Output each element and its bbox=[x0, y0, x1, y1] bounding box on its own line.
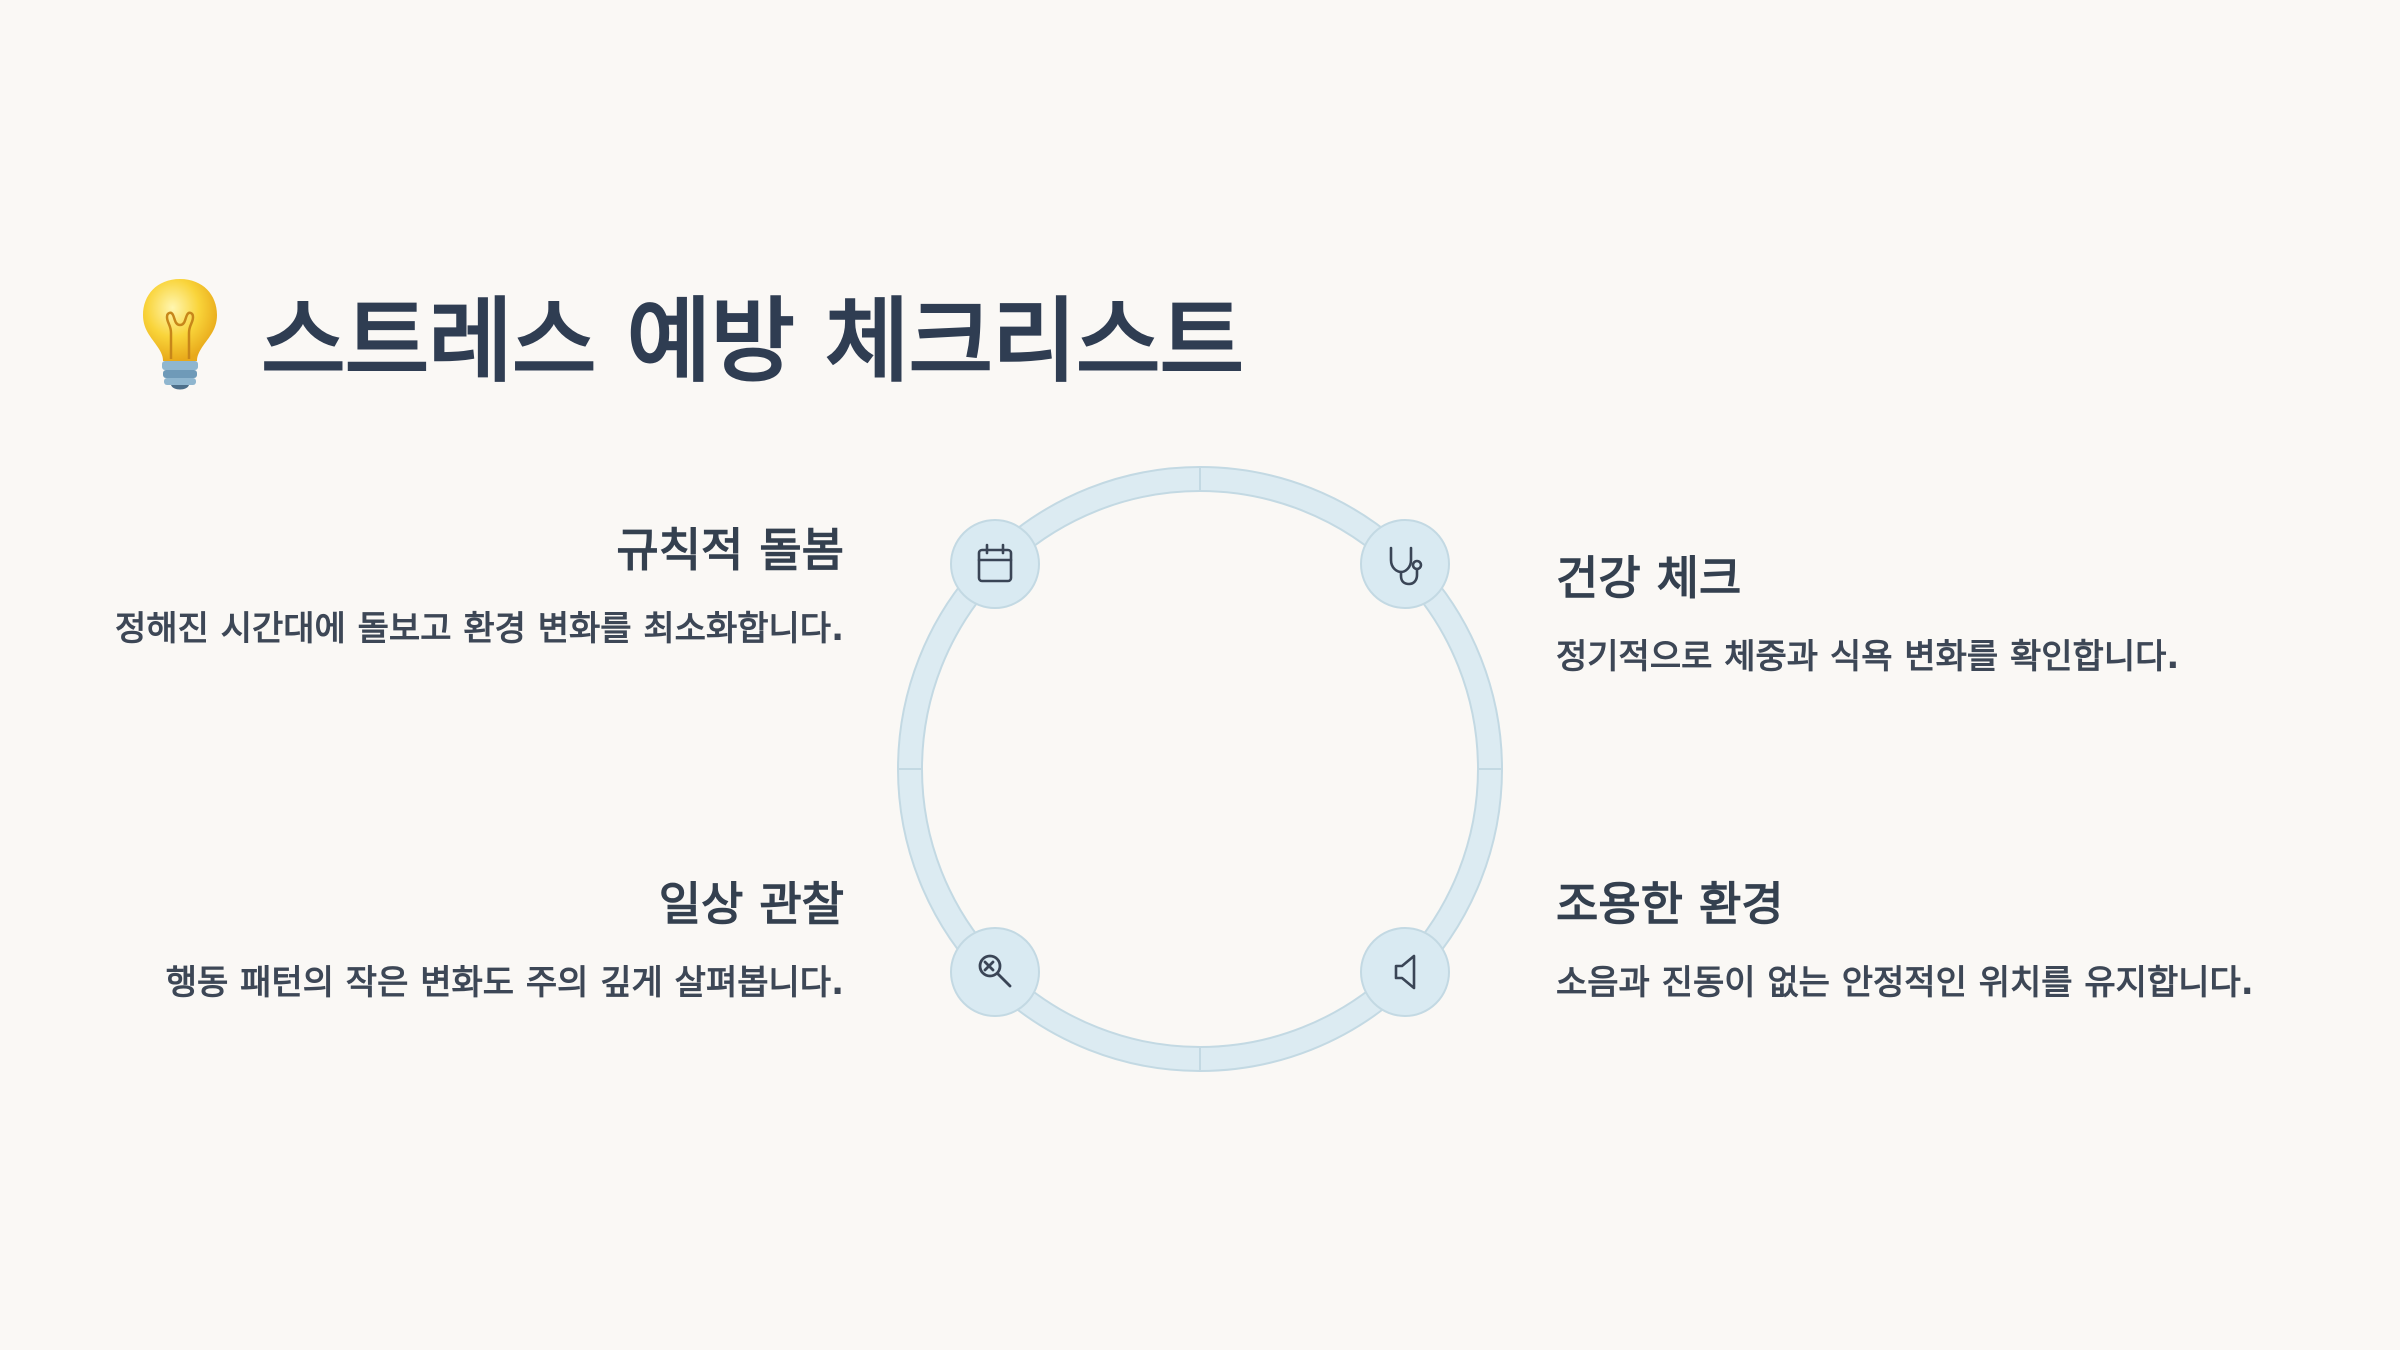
stethoscope-icon bbox=[1389, 546, 1423, 586]
page-title-row: 스트레스 예방 체크리스트 bbox=[135, 268, 1244, 398]
item-title: 조용한 환경 bbox=[1556, 877, 1784, 931]
item-description: 행동 패턴의 작은 변화도 주의 깊게 살펴봅니다. bbox=[165, 963, 844, 1003]
item-title: 규칙적 돌봄 bbox=[616, 523, 844, 577]
page-title: 스트레스 예방 체크리스트 bbox=[261, 287, 1244, 395]
item-title: 일상 관찰 bbox=[658, 877, 844, 931]
item-quiet-environment: 조용한 환경 소음과 진동이 없는 안정적인 위치를 유지합니다. bbox=[1556, 874, 2316, 1010]
item-health-check: 건강 체크 정기적으로 체중과 식욕 변화를 확인합니다. bbox=[1556, 548, 2316, 684]
search-icon bbox=[978, 954, 1012, 988]
speaker-icon bbox=[1394, 954, 1416, 990]
lightbulb-icon bbox=[143, 279, 217, 390]
item-title: 건강 체크 bbox=[1556, 551, 1742, 605]
node-bottom-left bbox=[950, 927, 1040, 1017]
item-description: 정해진 시간대에 돌보고 환경 변화를 최소화합니다. bbox=[115, 609, 844, 649]
node-bottom-right bbox=[1360, 927, 1450, 1017]
item-regular-care: 규칙적 돌봄 정해진 시간대에 돌보고 환경 변화를 최소화합니다. bbox=[84, 520, 844, 656]
item-description: 정기적으로 체중과 식욕 변화를 확인합니다. bbox=[1556, 637, 2180, 677]
node-top-right bbox=[1360, 519, 1450, 609]
calendar-icon bbox=[977, 543, 1013, 583]
node-top-left bbox=[950, 519, 1040, 609]
item-daily-observation: 일상 관찰 행동 패턴의 작은 변화도 주의 깊게 살펴봅니다. bbox=[84, 874, 844, 1010]
item-description: 소음과 진동이 없는 안정적인 위치를 유지합니다. bbox=[1556, 963, 2254, 1003]
